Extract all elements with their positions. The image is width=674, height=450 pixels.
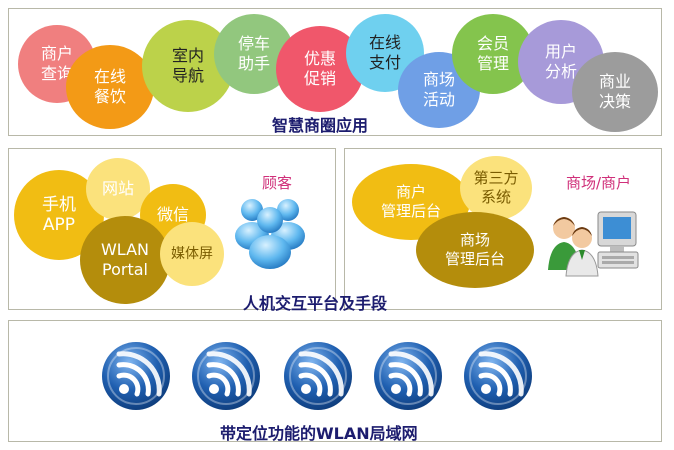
bubble-media-screen: 媒体屏 [160, 222, 224, 286]
bubble-wlan-portal: WLAN Portal [80, 216, 170, 304]
customers-icon [235, 199, 305, 269]
wifi-icon [102, 342, 170, 410]
middle-caption: 人机交互平台及手段 [243, 294, 388, 313]
wifi-icon [284, 342, 352, 410]
user-computer-icon [548, 211, 639, 277]
bubble-mall-backend: 商场 管理后台 [416, 212, 534, 288]
wifi-icon [374, 342, 442, 410]
bottom-caption: 带定位功能的WLAN局域网 [220, 424, 418, 443]
bubble-online-dining: 在线 餐饮 [66, 45, 154, 129]
wifi-icon [192, 342, 260, 410]
wifi-icon [464, 342, 532, 410]
customer-label: 顾客 [262, 174, 293, 192]
bubble-mobile-app: 手机 APP [14, 170, 104, 260]
top-caption: 智慧商圈应用 [272, 116, 369, 135]
bubble-business-decision: 商业 决策 [572, 52, 658, 132]
bubble-website: 网站 [86, 158, 150, 220]
merchant-label: 商场/商户 [566, 174, 632, 192]
bubble-third-party: 第三方 系统 [460, 156, 532, 220]
